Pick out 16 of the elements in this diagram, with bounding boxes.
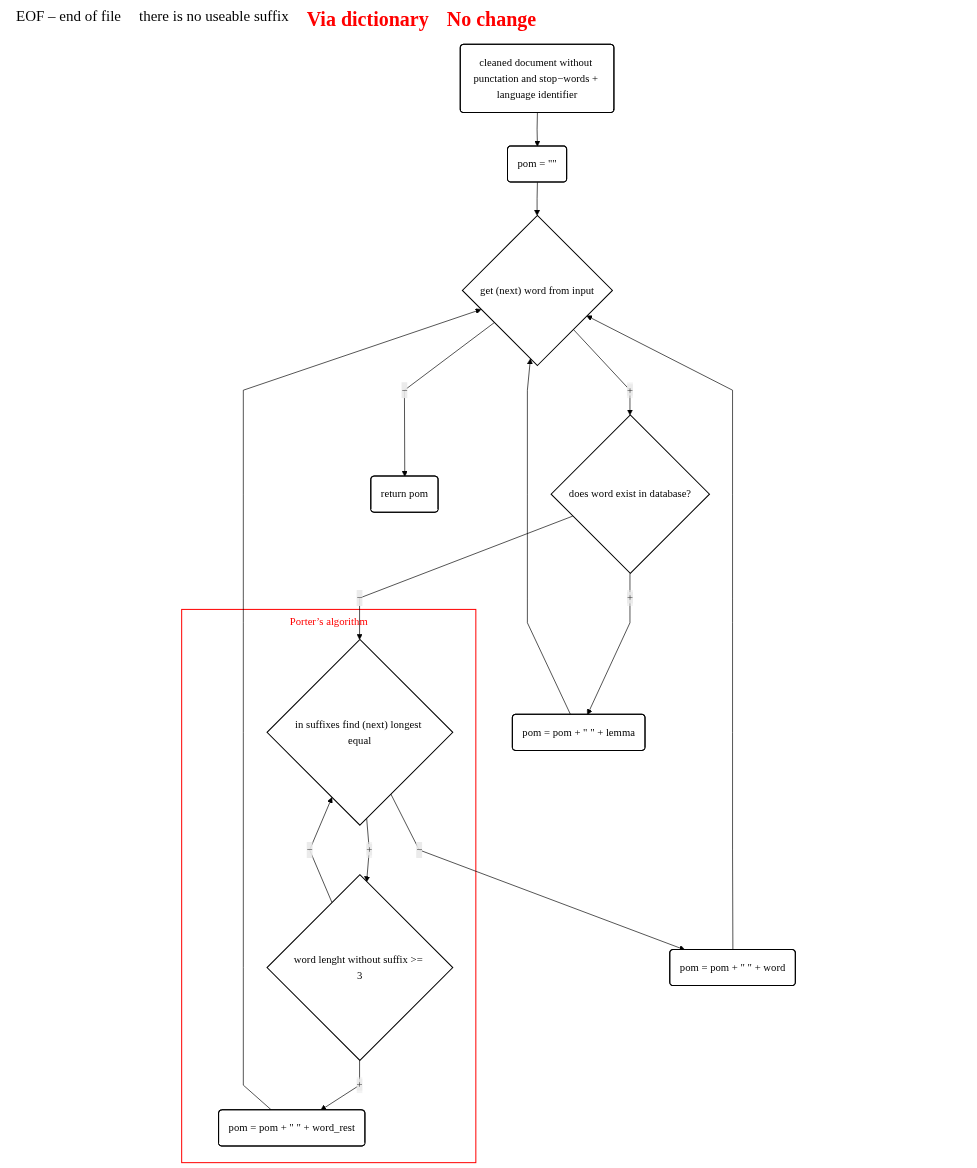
- edge-note: there is no useable suffix: [139, 8, 289, 26]
- edge-label: +: [356, 1079, 363, 1091]
- node-diamond: in suffixes find (next) longest equal: [266, 639, 454, 826]
- edge-label: +: [626, 592, 633, 604]
- edge-label: +: [366, 843, 373, 856]
- node-diamond: word lenght without suffix >= 3: [266, 874, 454, 1061]
- edge-label: +: [626, 384, 633, 396]
- branch-caption: No change: [446, 8, 537, 31]
- edge-label: −: [416, 843, 423, 856]
- edge-label: −: [306, 843, 313, 856]
- node-diamond: get (next) word from input: [461, 214, 613, 366]
- branch-caption: Via dictionary: [306, 8, 429, 31]
- edge-label: −: [356, 592, 363, 604]
- node-diamond: does word exist in database?: [550, 414, 710, 574]
- edge-label: −: [401, 384, 408, 396]
- edge-note: EOF – end of file: [16, 8, 121, 26]
